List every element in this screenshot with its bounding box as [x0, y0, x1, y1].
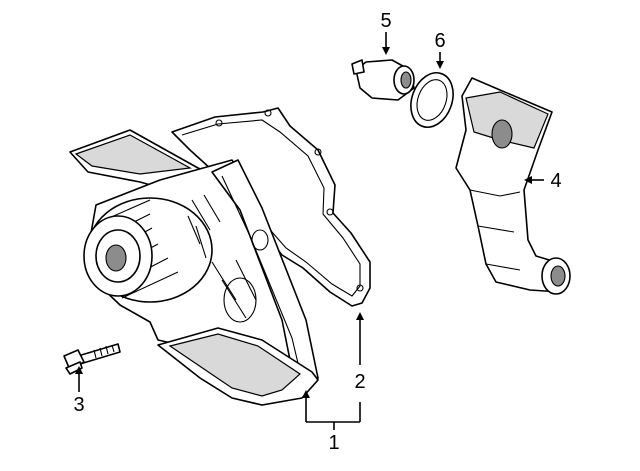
leader-lines [75, 32, 544, 430]
callout-2: 2 [354, 371, 365, 393]
o-ring-seal [410, 72, 454, 128]
callout-3: 3 [73, 394, 84, 416]
callout-4: 4 [550, 170, 561, 192]
callout-6: 6 [434, 30, 445, 52]
pump-pulley [83, 197, 213, 303]
thermostat-housing [455, 77, 571, 295]
callout-1: 1 [328, 432, 339, 454]
mounting-bolt [63, 343, 121, 375]
callout-5: 5 [380, 10, 391, 32]
thermostat [351, 59, 415, 101]
